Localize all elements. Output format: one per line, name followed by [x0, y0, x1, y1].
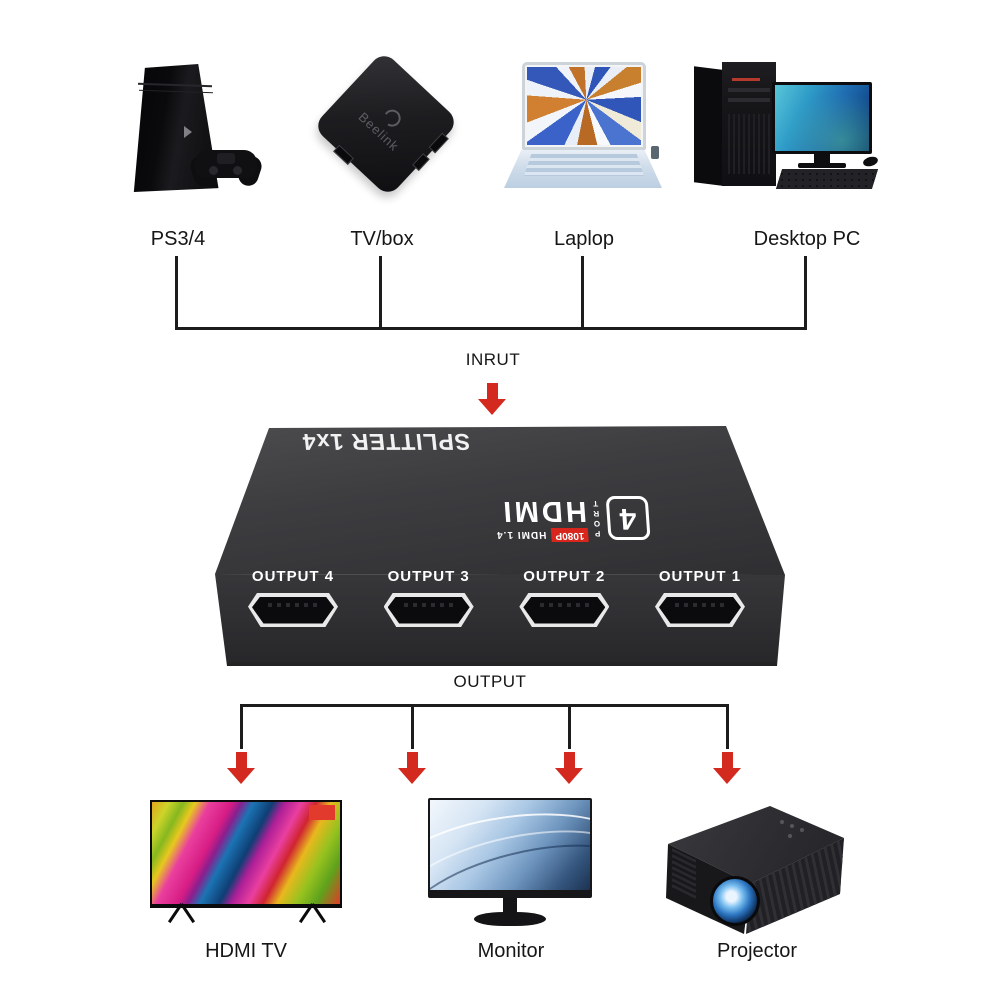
logo-hdmi-word: HDMI	[499, 495, 588, 527]
pc-monitor-base	[798, 163, 846, 168]
down-arrow-icon	[398, 752, 426, 784]
pc-drive-bay	[728, 88, 770, 92]
monitor-frame	[428, 798, 592, 898]
output-port-label: OUTPUT 2	[523, 568, 606, 585]
splitter-top-print: SPLITTER 1x4	[300, 429, 472, 455]
tv-frame	[150, 800, 342, 908]
hdmi-port-icon	[383, 593, 474, 627]
laptop-wallpaper	[527, 67, 641, 145]
display-label-monitor: Monitor	[477, 940, 545, 962]
hdmi-splitter-illustration: SPLITTER 1x4 4 PORT 1080P HDMI 1.4 HDMI …	[205, 418, 790, 670]
monitor-illustration	[428, 798, 592, 932]
ps4-console-illustration	[112, 60, 265, 198]
logo-hdmi-version: HDMI 1.4	[495, 529, 547, 541]
pc-tower-accent	[732, 78, 760, 81]
down-arrow-icon	[478, 383, 506, 415]
beelink-logo-icon	[382, 107, 403, 128]
connector-line	[240, 704, 243, 749]
down-arrow-icon	[227, 752, 255, 784]
output-port-1: OUTPUT 1	[640, 568, 760, 627]
logo-port-word: PORT	[590, 498, 603, 538]
pc-tower-side	[694, 66, 722, 186]
output-port-label: OUTPUT 4	[251, 568, 335, 585]
source-label-desktop: Desktop PC	[753, 228, 861, 250]
beelink-brand: Beelink	[313, 51, 460, 198]
connector-line	[379, 256, 382, 330]
hdmi-port-icon	[519, 593, 610, 627]
output-port-label: OUTPUT 3	[387, 568, 470, 585]
connector-line	[581, 256, 584, 330]
connector-line	[411, 704, 414, 749]
tv-box-illustration: Beelink	[312, 50, 460, 206]
input-label: INRUT	[465, 350, 521, 369]
hdmi-tv-illustration	[150, 800, 342, 928]
down-arrow-icon	[555, 752, 583, 784]
laptop-keyboard	[524, 154, 644, 176]
connector-line	[568, 704, 571, 749]
hdmi-4port-logo: 4 PORT 1080P HDMI 1.4 HDMI	[493, 495, 651, 542]
down-arrow-icon	[713, 752, 741, 784]
monitor-base	[474, 912, 546, 926]
tv-screen	[152, 802, 340, 904]
connector-bus-line	[175, 327, 807, 330]
source-label-laptop: Laplop	[553, 228, 615, 250]
projector-lens	[710, 876, 760, 926]
pc-monitor-screen	[775, 85, 869, 151]
pc-keyboard	[776, 169, 878, 189]
hdmi-port-icon	[248, 593, 338, 627]
playstation-logo-icon	[184, 126, 192, 138]
output-port-3: OUTPUT 3	[369, 568, 489, 627]
source-label-ps34: PS3/4	[150, 228, 206, 250]
connector-bus-line	[240, 704, 729, 707]
logo-1080p-chip: 1080P	[550, 528, 589, 542]
connector-line	[804, 256, 807, 330]
output-label: OUTPUT	[453, 672, 527, 691]
laptop-illustration	[504, 62, 662, 194]
monitor-neck	[503, 898, 517, 914]
pc-monitor	[772, 82, 872, 154]
tv-corner-badge	[309, 805, 335, 820]
tv-box-body: Beelink	[312, 50, 460, 198]
usb-dongle	[651, 146, 659, 159]
connector-line	[726, 704, 729, 749]
pc-front-grille	[728, 114, 770, 174]
output-port-2: OUTPUT 2	[504, 568, 624, 627]
splitter-top-face	[215, 426, 785, 575]
output-port-label: OUTPUT 1	[658, 568, 742, 585]
desktop-pc-illustration	[688, 56, 880, 198]
monitor-screen	[430, 800, 590, 890]
connector-line	[175, 256, 178, 330]
hdmi-port-icon	[654, 593, 745, 627]
display-label-projector: Projector	[716, 940, 798, 962]
projector-illustration	[658, 796, 854, 944]
logo-4-badge: 4	[605, 496, 651, 540]
display-label-hdmi-tv: HDMI TV	[205, 940, 287, 962]
gamepad-illustration	[187, 146, 265, 194]
pc-monitor-neck	[814, 154, 830, 164]
pc-mouse	[862, 155, 879, 168]
output-port-4: OUTPUT 4	[233, 568, 353, 627]
source-label-tvbox: TV/box	[350, 228, 414, 250]
pc-drive-bay	[728, 98, 770, 102]
splitter-output-ports: OUTPUT 4 OUTPUT 3 OUTPUT 2 OUTPUT 1	[233, 568, 760, 627]
laptop-screen	[522, 62, 646, 150]
